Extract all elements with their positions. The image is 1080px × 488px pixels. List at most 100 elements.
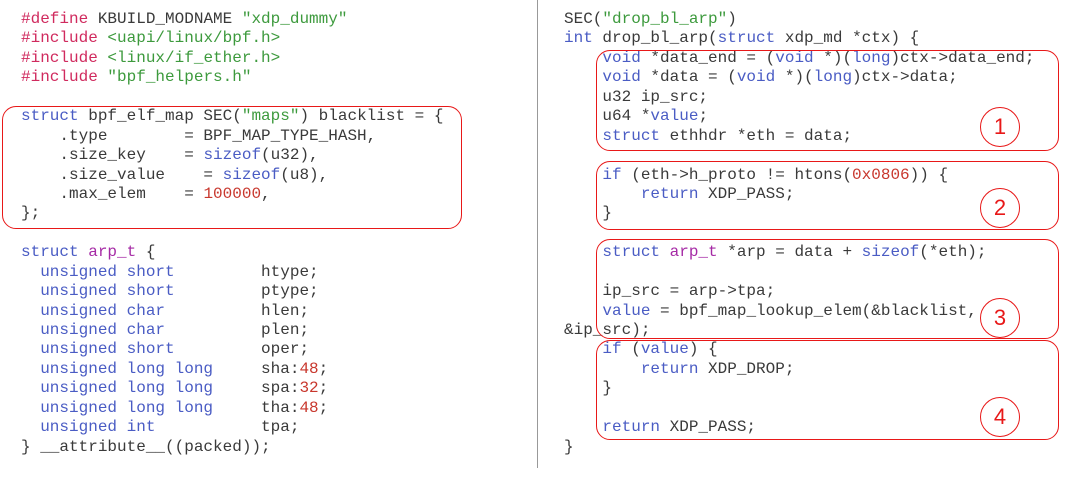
code-line: } __attribute__((packed)); xyxy=(21,438,443,457)
code-token: ; xyxy=(318,359,329,378)
code-token: .max_elem = xyxy=(21,184,204,203)
column-divider xyxy=(537,0,538,468)
code-line: unsigned long long spa:32; xyxy=(21,379,443,398)
code-token: ) { xyxy=(688,340,718,359)
code-line: struct bpf_elf_map SEC("maps") blacklist… xyxy=(21,107,443,126)
highlight-box-4 xyxy=(596,340,1059,440)
code-token: u32 ip_src; xyxy=(564,87,709,106)
code-token xyxy=(21,360,40,378)
code-token: .size_value = xyxy=(21,165,223,184)
code-token: #include xyxy=(21,68,98,87)
code-line: void *data_end = (void *)(long)ctx->data… xyxy=(564,49,1034,68)
code-token: "drop_bl_arp" xyxy=(602,10,728,28)
code-line: } xyxy=(564,204,1034,223)
code-token: return xyxy=(640,359,699,378)
code-line: return XDP_PASS; xyxy=(564,185,1034,204)
code-line: void *data = (void *)(long)ctx->data; xyxy=(564,68,1034,87)
code-line: if (eth->h_proto != htons(0x0806)) { xyxy=(564,166,1034,185)
code-token: bpf_elf_map SEC( xyxy=(78,107,242,126)
code-token: #include xyxy=(21,29,98,48)
code-token: ; xyxy=(698,107,709,126)
code-token: *data_end = ( xyxy=(640,48,776,67)
code-line: unsigned long long tha:48; xyxy=(21,399,443,418)
code-token: ; xyxy=(318,398,329,417)
code-line: .size_key = sizeof(u32), xyxy=(21,146,443,165)
annotation-badge-1: 1 xyxy=(980,107,1020,147)
code-token: .type = BPF_MAP_TYPE_HASH, xyxy=(21,126,377,145)
code-token: tha: xyxy=(213,398,300,417)
code-token: )) { xyxy=(909,165,949,184)
code-token xyxy=(21,418,40,436)
code-line: unsigned int tpa; xyxy=(21,418,443,437)
code-token: (u32), xyxy=(261,146,319,165)
code-token: sizeof xyxy=(203,146,262,165)
code-token: void xyxy=(602,48,641,67)
code-token: 32 xyxy=(299,379,319,398)
code-token: }; xyxy=(21,204,41,223)
code-token xyxy=(21,379,40,397)
code-token: struct xyxy=(717,29,776,48)
code-token: } xyxy=(564,204,613,223)
code-token: struct xyxy=(21,107,79,126)
code-token: SEC( xyxy=(564,10,603,28)
code-token: *)( xyxy=(775,68,814,87)
code-token: tpa; xyxy=(155,418,300,437)
code-token: unsigned int xyxy=(40,418,156,437)
code-line: #include <uapi/linux/bpf.h> xyxy=(21,29,443,48)
code-token xyxy=(21,263,40,281)
code-token: sizeof xyxy=(222,165,281,184)
code-token: return xyxy=(602,418,661,437)
code-token: )ctx->data_end; xyxy=(890,48,1035,67)
code-token: long xyxy=(813,68,853,87)
code-token: KBUILD_MODNAME xyxy=(88,10,242,28)
highlight-box-2 xyxy=(596,161,1059,230)
code-line: value = bpf_map_lookup_elem(&blacklist, xyxy=(564,302,1034,321)
code-token: XDP_PASS; xyxy=(660,418,757,437)
code-token: *data = ( xyxy=(640,68,737,87)
code-line: u32 ip_src; xyxy=(564,88,1034,107)
code-line: #include <linux/if_ether.h> xyxy=(21,49,443,68)
highlight-box-1 xyxy=(596,50,1059,151)
code-line: ip_src = arp->tpa; xyxy=(564,282,1034,301)
code-token xyxy=(21,399,40,417)
code-token: ; xyxy=(318,379,329,398)
code-token: value xyxy=(602,301,651,320)
code-token: <linux/if_ether.h> xyxy=(107,48,281,67)
code-line: return XDP_PASS; xyxy=(564,418,1034,437)
code-line: u64 *value; xyxy=(564,107,1034,126)
left-code-panel: #define KBUILD_MODNAME "xdp_dummy"#inclu… xyxy=(21,10,443,457)
code-token: void xyxy=(602,68,641,87)
code-token: } xyxy=(564,437,574,456)
code-token xyxy=(98,68,108,86)
code-line: #define KBUILD_MODNAME "xdp_dummy" xyxy=(21,10,443,29)
highlight-box-3 xyxy=(596,239,1059,339)
code-token: XDP_DROP; xyxy=(698,359,795,378)
code-line: }; xyxy=(21,204,443,223)
code-token: return xyxy=(640,184,699,203)
code-line: unsigned char hlen; xyxy=(21,302,443,321)
code-token: (eth->h_proto != htons( xyxy=(621,165,853,184)
code-line: } xyxy=(564,438,1034,457)
code-line: struct ethhdr *eth = data; xyxy=(564,127,1034,146)
code-token: long xyxy=(852,48,891,67)
code-token: #define xyxy=(21,10,89,28)
code-token: )ctx->data; xyxy=(852,68,958,87)
code-token: XDP_PASS; xyxy=(698,184,795,203)
code-token: 0x0806 xyxy=(852,165,910,184)
code-token: struct xyxy=(602,243,661,262)
code-token: (*eth); xyxy=(919,243,987,262)
code-line: .type = BPF_MAP_TYPE_HASH, xyxy=(21,127,443,146)
annotation-badge-4: 4 xyxy=(980,397,1020,437)
code-token: unsigned char xyxy=(40,301,166,320)
code-token: } xyxy=(564,379,613,398)
code-token: #include xyxy=(21,48,98,67)
right-code-panel: SEC("drop_bl_arp")int drop_bl_arp(struct… xyxy=(564,10,1034,457)
code-token xyxy=(21,282,40,300)
code-token: <uapi/linux/bpf.h> xyxy=(107,29,281,48)
code-token: u64 * xyxy=(564,107,651,126)
code-token: unsigned char xyxy=(40,321,166,339)
code-token: ip_src = arp->tpa; xyxy=(564,282,776,301)
code-token: sizeof xyxy=(861,243,920,262)
code-token: arp_t xyxy=(88,243,137,262)
code-token: void xyxy=(775,48,814,67)
